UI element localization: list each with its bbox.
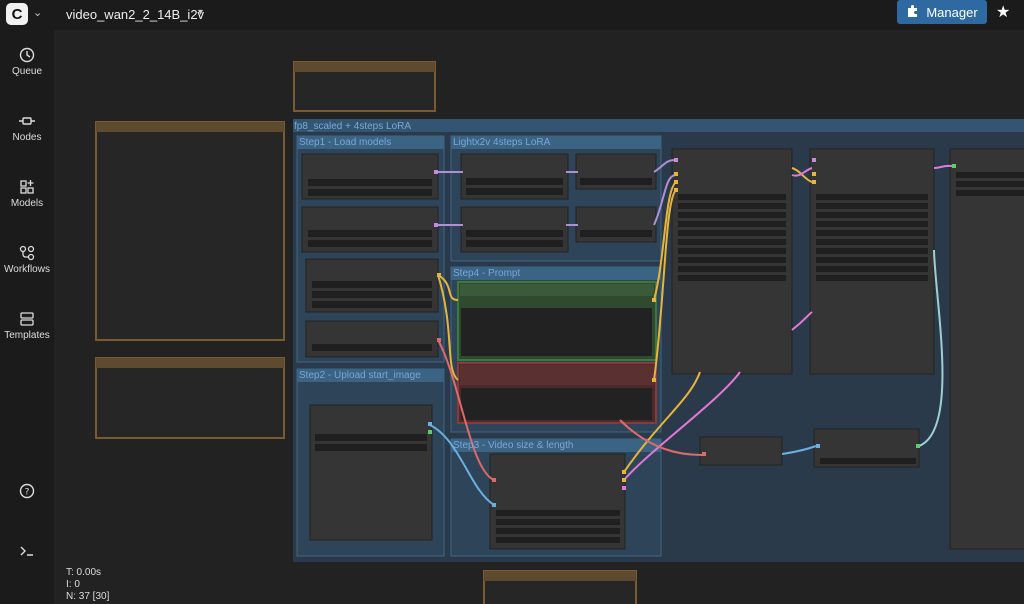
terminal-button[interactable] (0, 542, 54, 562)
load-model-node-2[interactable] (301, 206, 439, 253)
sidebar-item-models[interactable]: Models (0, 178, 54, 209)
vae-decode-node[interactable] (699, 436, 783, 466)
top-bar: C ⌄ video_wan2_2_14B_i2v ▾ Manager ★ (0, 0, 1024, 30)
group-lightx2v-title: Lightx2v 4steps LoRA (453, 137, 551, 148)
group-step4-title: Step4 - Prompt (453, 268, 521, 279)
load-model-node-1[interactable] (301, 153, 439, 200)
puzzle-icon (906, 4, 920, 21)
models-icon (20, 180, 34, 194)
negative-prompt-node[interactable] (457, 362, 657, 424)
group-step3-title: Step3 - Video size & length (453, 440, 574, 451)
stats-iter: I: 0 (66, 579, 80, 590)
sidebar: Queue Nodes Models Workflows Templates ? (0, 30, 54, 604)
star-icon[interactable]: ★ (996, 4, 1011, 21)
create-video-node[interactable] (813, 428, 920, 468)
workflow-chevron-down-icon[interactable]: ▾ (198, 7, 204, 18)
group-step1-title: Step1 - Load models (299, 137, 392, 148)
group-step2-title: Step2 - Upload start_image (299, 370, 421, 381)
save-video-node[interactable] (949, 148, 1024, 550)
sidebar-label-nodes: Nodes (12, 132, 42, 143)
lora-node-2[interactable] (460, 206, 569, 253)
terminal-icon (20, 546, 33, 556)
load-image-node[interactable] (309, 404, 433, 541)
lora-node-1[interactable] (460, 153, 569, 200)
ksampler-node-1[interactable] (671, 148, 793, 375)
stats-nodes: N: 37 [30] (66, 591, 110, 602)
note-node[interactable] (95, 357, 285, 439)
help-icon: ? (19, 483, 35, 499)
nodes-icon (19, 117, 35, 125)
help-button[interactable]: ? (0, 482, 54, 502)
load-vae-node[interactable] (305, 320, 439, 358)
sidebar-item-templates[interactable]: Templates (0, 310, 54, 341)
ksampler-node-2[interactable] (809, 148, 935, 375)
sidebar-label-templates: Templates (4, 330, 50, 341)
chevron-down-icon[interactable]: ⌄ (33, 7, 43, 19)
comfy-logo-icon[interactable]: C (6, 3, 28, 25)
sidebar-label-models: Models (10, 198, 44, 209)
sidebar-item-queue[interactable]: Queue (0, 46, 54, 77)
manager-button[interactable]: Manager (897, 0, 987, 24)
sidebar-item-workflows[interactable]: Workflows (0, 244, 54, 275)
workflow-title[interactable]: video_wan2_2_14B_i2v (66, 7, 205, 22)
sidebar-label-workflows: Workflows (4, 264, 50, 275)
image-to-video-node[interactable] (489, 453, 626, 550)
model-sampling-node-1[interactable] (575, 153, 657, 190)
sidebar-item-nodes[interactable]: Nodes (0, 112, 54, 143)
note-node[interactable] (483, 570, 637, 604)
svg-text:?: ? (25, 488, 30, 498)
note-node[interactable] (293, 61, 436, 112)
manager-label: Manager (926, 4, 978, 20)
load-clip-node[interactable] (305, 258, 439, 313)
sidebar-label-queue: Queue (11, 66, 43, 77)
graph-layer (95, 61, 1024, 604)
node-canvas[interactable]: fp8_scaled + 4steps LoRA Step1 - Load mo… (54, 30, 1024, 604)
model-sampling-node-2[interactable] (575, 206, 657, 243)
note-node[interactable] (95, 121, 285, 341)
group-outer-title: fp8_scaled + 4steps LoRA (294, 121, 412, 132)
templates-icon (20, 312, 34, 326)
history-icon (19, 47, 35, 63)
workflow-icon (19, 245, 35, 261)
stats-time: T: 0.00s (66, 567, 102, 578)
positive-prompt-node[interactable] (457, 281, 657, 361)
